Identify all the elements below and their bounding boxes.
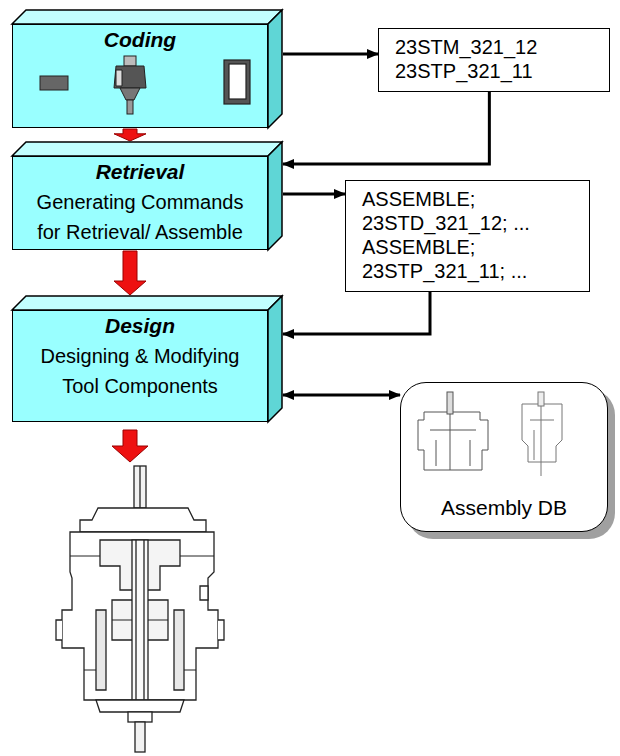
connector-arrow xyxy=(283,92,489,164)
stage-box: Coding xyxy=(12,24,268,128)
box-text: 23STM_321_12 23STP_321_11 xyxy=(395,35,599,83)
flow-arrow xyxy=(114,251,146,295)
connector-arrow xyxy=(283,193,345,196)
stage-title: Design xyxy=(29,313,251,339)
connector-arrow xyxy=(283,292,430,334)
database-box: Assembly DB xyxy=(400,382,608,532)
connector-arrow xyxy=(283,394,400,397)
box-text: Designing & Modifying Tool Components xyxy=(29,341,251,401)
stage-box: RetrievalGenerating Commands for Retriev… xyxy=(12,156,268,250)
box-extrusion xyxy=(12,10,286,132)
connector-arrow xyxy=(283,53,378,56)
stage-box: DesignDesigning & Modifying Tool Compone… xyxy=(12,310,268,422)
stage-title: Coding xyxy=(29,27,251,53)
box-text: ASSEMBLE; 23STD_321_12; ... ASSEMBLE; 23… xyxy=(362,187,579,283)
command-box: ASSEMBLE; 23STD_321_12; ... ASSEMBLE; 23… xyxy=(345,180,590,292)
box-text: Generating Commands for Retrieval/ Assem… xyxy=(29,187,251,247)
box-text: Assembly DB xyxy=(409,495,599,521)
stage-title: Retrieval xyxy=(29,159,251,185)
code-box: 23STM_321_12 23STP_321_11 xyxy=(378,28,610,92)
flow-arrow xyxy=(112,430,148,462)
flow-arrow xyxy=(114,129,146,141)
